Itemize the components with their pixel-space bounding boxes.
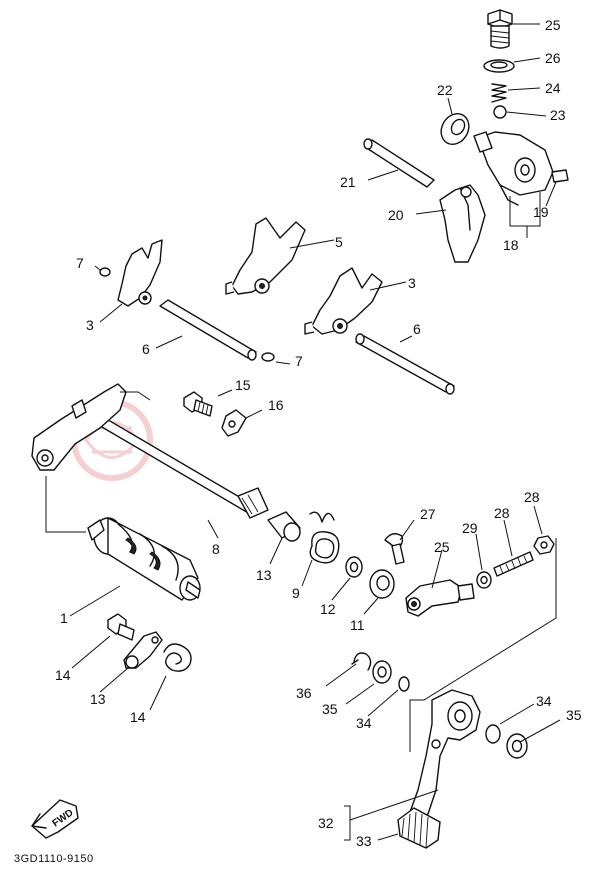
shift-fork-3 (117, 239, 163, 307)
guide-bar-21 (363, 138, 435, 188)
label-17: 16 (268, 397, 284, 413)
label-22: 22 (437, 82, 453, 98)
label-34-upper: 34 (356, 715, 372, 731)
washer-26 (483, 59, 515, 73)
washer-35-lower (506, 733, 528, 759)
fork-shaft-6 (159, 299, 257, 361)
fork-shaft-5 (355, 333, 455, 395)
torsion-spring-9 (309, 511, 340, 564)
label-6: 6 (142, 341, 150, 357)
label-7-right: 7 (295, 353, 303, 369)
bearing-10 (369, 569, 395, 599)
label-19: 19 (533, 204, 549, 220)
shift-segment-18 (473, 131, 554, 206)
shift-fork-4 (225, 217, 306, 295)
label-15: 14 (55, 667, 71, 683)
label-28: 27 (420, 506, 436, 522)
label-31: 29 (462, 520, 478, 536)
label-35-upper: 35 (322, 701, 338, 717)
label-4: 5 (335, 234, 343, 250)
shift-drum-1 (87, 517, 201, 601)
drawing-code: 3GD1110-9150 (14, 853, 94, 865)
pin-19 (551, 169, 569, 183)
shift-shaft-8 (31, 383, 269, 519)
oil-seal-22 (440, 112, 470, 146)
part-labels: 25 26 24 23 22 21 20 19 18 5 3 6 7 3 6 7… (55, 17, 582, 849)
label-23: 23 (550, 107, 566, 123)
bolt-15 (107, 613, 135, 641)
shift-pedal-32 (409, 689, 481, 821)
shift-fork-2 (304, 267, 383, 335)
label-7-left: 7 (76, 255, 84, 271)
nut-31 (476, 571, 492, 589)
ball-23 (493, 105, 507, 119)
label-9: 9 (292, 585, 300, 601)
assembly-brackets (45, 192, 557, 752)
bolt-28 (384, 533, 405, 565)
label-16: 15 (235, 377, 251, 393)
label-34-lower: 34 (536, 693, 552, 709)
label-10: 11 (350, 617, 365, 633)
fwd-direction-marker: FWD (31, 799, 79, 839)
label-13: 13 (90, 691, 106, 707)
bolt-25 (487, 9, 513, 49)
circlip-7-left (99, 267, 111, 277)
label-11: 12 (320, 601, 336, 617)
adjuster-screw-29 (493, 551, 534, 577)
label-32: 32 (318, 815, 334, 831)
label-14: 14 (130, 709, 146, 725)
label-33: 33 (356, 833, 372, 849)
label-5: 6 (413, 321, 421, 337)
nut-30 (533, 535, 555, 555)
label-12: 13 (256, 567, 272, 583)
stopper-lever-17 (221, 409, 247, 437)
circlip-36 (351, 652, 372, 671)
label-20: 20 (388, 207, 404, 223)
washer-35-upper (372, 660, 392, 684)
stopper-arm-13 (123, 631, 163, 669)
label-35-lower: 35 (566, 707, 582, 723)
label-29: 28 (494, 505, 510, 521)
pedal-rubber-33 (397, 807, 441, 849)
label-3: 3 (86, 317, 94, 333)
label-25: 25 (545, 17, 561, 33)
leader-lines (69, 23, 561, 841)
label-8: 8 (212, 541, 220, 557)
circlip-7-right (261, 352, 275, 362)
label-30: 28 (524, 489, 540, 505)
bolt-16 (183, 391, 213, 417)
label-21: 21 (340, 174, 356, 190)
washer-11 (345, 556, 363, 578)
o-ring-34-lower (485, 724, 501, 744)
label-18: 18 (503, 237, 519, 253)
spring-24 (491, 83, 507, 103)
label-27: 25 (434, 539, 450, 555)
collar-12 (267, 511, 301, 542)
label-26: 26 (545, 50, 561, 66)
label-2: 3 (408, 275, 416, 291)
label-36: 36 (296, 685, 312, 701)
label-24: 24 (545, 80, 561, 96)
label-1: 1 (60, 610, 68, 626)
shift-arm-27 (405, 579, 475, 617)
o-ring-34-upper (398, 676, 410, 692)
shift-fork-20 (439, 184, 486, 263)
return-spring-14 (163, 643, 192, 672)
